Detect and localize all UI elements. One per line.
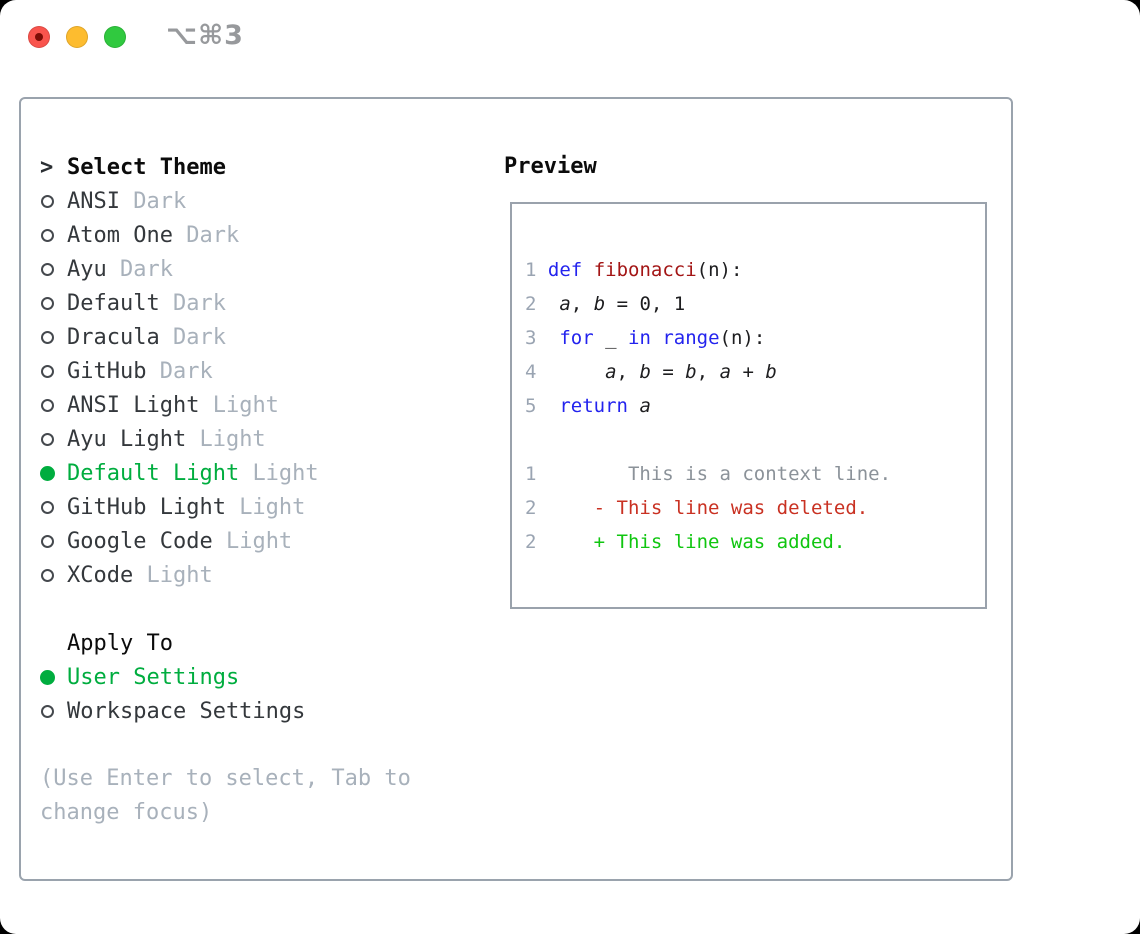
- line-number: 4: [525, 361, 537, 383]
- theme-variant-label: Light: [199, 426, 266, 452]
- line-number: 3: [525, 327, 537, 349]
- selection-cursor-icon: >: [40, 154, 54, 180]
- radio-icon: [40, 704, 67, 718]
- diff-line: 2 + This line was added.: [525, 531, 846, 553]
- theme-option-xcode[interactable]: XCode Light: [40, 558, 319, 592]
- diff-line: 2 - This line was deleted.: [525, 497, 869, 519]
- radio-icon: [40, 364, 67, 378]
- theme-name: Ayu Light: [67, 426, 200, 452]
- code-line: 2 a, b = 0, 1: [525, 293, 686, 315]
- apply-option-workspace-settings[interactable]: Workspace Settings: [40, 694, 305, 728]
- theme-variant-label: Light: [252, 460, 319, 486]
- select-theme-header: > Select Theme: [40, 150, 319, 184]
- theme-variant-label: Dark: [159, 358, 213, 384]
- radio-icon: [40, 194, 67, 208]
- apply-option-label: Workspace Settings: [67, 698, 306, 724]
- theme-option-github[interactable]: GitHub Dark: [40, 354, 319, 388]
- radio-icon: [40, 398, 67, 412]
- theme-variant-label: Dark: [172, 324, 226, 350]
- close-button[interactable]: [28, 26, 50, 48]
- code-line: [525, 423, 985, 457]
- radio-icon: [40, 432, 67, 446]
- line-number: 2: [525, 293, 537, 315]
- theme-variant-label: Light: [239, 494, 306, 520]
- diff-line: 1 This is a context line.: [525, 463, 892, 485]
- theme-option-default[interactable]: Default Dark: [40, 286, 319, 320]
- help-text: (Use Enter to select, Tab to change focus…: [40, 762, 411, 830]
- theme-variant-label: Light: [212, 392, 279, 418]
- theme-name: XCode: [67, 562, 147, 588]
- radio-selected-icon: [40, 669, 67, 685]
- line-number: 1: [525, 259, 537, 281]
- theme-option-dracula[interactable]: Dracula Dark: [40, 320, 319, 354]
- line-number: 5: [525, 395, 537, 417]
- theme-variant-label: Dark: [133, 188, 187, 214]
- theme-variant-label: Dark: [186, 222, 240, 248]
- theme-name: GitHub Light: [67, 494, 240, 520]
- radio-selected-icon: [40, 465, 67, 481]
- code-line: 1 def fibonacci(n):: [525, 259, 743, 281]
- theme-name: ANSI: [67, 188, 134, 214]
- theme-option-default-light[interactable]: Default Light Light: [40, 456, 319, 490]
- line-number: 1: [525, 463, 537, 485]
- theme-variant-label: Light: [225, 528, 293, 554]
- code-line: 4 a, b = b, a + b: [525, 361, 777, 383]
- radio-icon: [40, 534, 67, 548]
- radio-icon: [40, 262, 67, 276]
- theme-variant-label: Light: [146, 562, 213, 588]
- preview-title: Preview: [504, 154, 597, 179]
- window-shortcut-label: ⌥⌘3: [166, 20, 244, 51]
- line-number: 2: [525, 531, 537, 553]
- radio-icon: [40, 500, 67, 514]
- apply-option-user-settings[interactable]: User Settings: [40, 660, 305, 694]
- theme-variant-label: Dark: [172, 290, 226, 316]
- theme-variant-label: Dark: [119, 256, 173, 282]
- apply-option-label: User Settings: [67, 664, 240, 690]
- help-line: (Use Enter to select, Tab to: [40, 766, 411, 791]
- theme-option-atom-one[interactable]: Atom One Dark: [40, 218, 319, 252]
- radio-icon: [40, 568, 67, 582]
- theme-name: Google Code: [67, 528, 226, 554]
- theme-name: Atom One: [67, 222, 187, 248]
- theme-name: ANSI Light: [67, 392, 213, 418]
- theme-option-ansi[interactable]: ANSI Dark: [40, 184, 319, 218]
- apply-to-title: Apply To: [67, 630, 173, 656]
- theme-option-google-code[interactable]: Google Code Light: [40, 524, 319, 558]
- theme-name: Default Light: [67, 460, 253, 486]
- radio-icon: [40, 330, 67, 344]
- radio-icon: [40, 228, 67, 242]
- code-preview-box: 1 def fibonacci(n): 2 a, b = 0, 1 3 for _ …: [510, 202, 987, 609]
- line-number: 2: [525, 497, 537, 519]
- theme-name: Dracula: [67, 324, 173, 350]
- help-line: change focus): [40, 800, 213, 825]
- zoom-button[interactable]: [104, 26, 126, 48]
- select-theme-title: Select Theme: [67, 154, 226, 180]
- code-line: 3 for _ in range(n):: [525, 327, 766, 349]
- minimize-button[interactable]: [66, 26, 88, 48]
- theme-name: Ayu: [67, 256, 120, 282]
- traffic-lights: [28, 26, 126, 48]
- title-bar: ⌥⌘3: [0, 0, 1140, 74]
- theme-option-ayu[interactable]: Ayu Dark: [40, 252, 319, 286]
- radio-icon: [40, 296, 67, 310]
- theme-option-ansi-light[interactable]: ANSI Light Light: [40, 388, 319, 422]
- theme-option-github-light[interactable]: GitHub Light Light: [40, 490, 319, 524]
- theme-name: GitHub: [67, 358, 160, 384]
- theme-option-ayu-light[interactable]: Ayu Light Light: [40, 422, 319, 456]
- apply-to-header: Apply To: [40, 626, 305, 660]
- code-line: 5 return a: [525, 395, 651, 417]
- theme-name: Default: [67, 290, 173, 316]
